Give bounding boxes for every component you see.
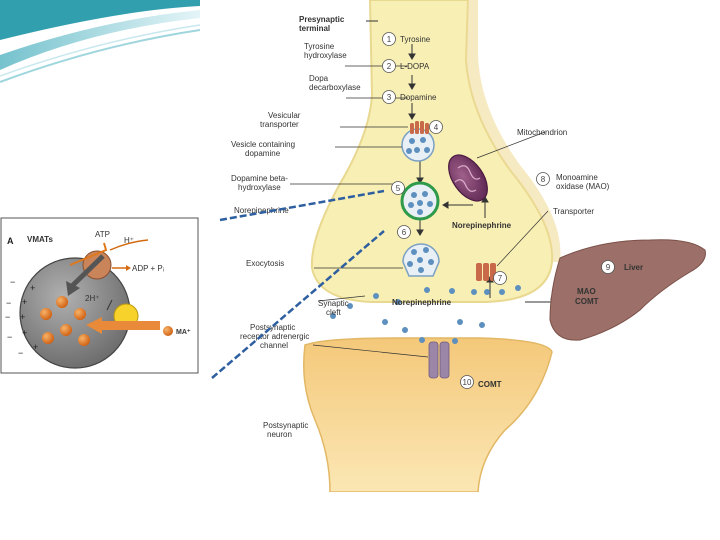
step-circle-2 [382, 59, 396, 73]
step-circle-4 [429, 120, 443, 134]
step-number-9: 9 [606, 263, 611, 272]
label-postsynaptic-neuron-1: Postsynaptic [263, 421, 308, 430]
label-norepinephrine-inside: Norepinephrine [452, 221, 512, 230]
vesicular-transporter [410, 121, 429, 134]
step-number-8: 8 [541, 175, 546, 184]
step-circle-10 [460, 375, 474, 389]
label-liver: Liver [624, 263, 643, 272]
charge-plus-4: + [22, 328, 27, 338]
charge-minus-3: − [5, 312, 10, 322]
step-number-7: 7 [498, 274, 503, 283]
step-circle-6 [397, 225, 411, 239]
label-tyrosine-hydroxylase-1: Tyrosine [304, 42, 335, 51]
label-liver-mao: MAO [577, 287, 596, 296]
figure-bottom-margin [197, 492, 720, 540]
inset-ma: MA⁺ [176, 329, 191, 336]
inset-h-plus: H⁺ [124, 236, 134, 245]
charge-plus-1: + [30, 283, 35, 293]
step-label-3: Dopamine [400, 93, 437, 102]
step-number-4: 4 [434, 123, 439, 132]
label-vesicular-transporter-1: Vesicular [268, 111, 301, 120]
label-postsynaptic-receptor-1: Postsynaptic [250, 323, 295, 332]
label-postsynaptic-receptor-2: receptor adrenergic [240, 332, 309, 341]
label-transporter: Transporter [553, 207, 594, 216]
step-circle-9 [601, 260, 615, 274]
label-tyrosine-hydroxylase-2: hydroxylase [304, 51, 347, 60]
label-dopa-decarboxylase-2: decarboxylase [309, 83, 361, 92]
label-dopa-decarboxylase-1: Dopa [309, 74, 329, 83]
charge-minus-2: − [6, 298, 11, 308]
label-postsynaptic-neuron-2: neuron [267, 430, 292, 439]
postsynaptic-receptor [428, 341, 450, 379]
step-label-2: L-DOPA [400, 62, 430, 71]
step-number-6: 6 [402, 228, 407, 237]
vesicle-norepinephrine-highlight [400, 181, 440, 221]
cleft-norepinephrine [330, 285, 521, 344]
label-monoamine-oxidase-2: oxidase (MAO) [556, 182, 610, 191]
vesicle-exocytosis [402, 243, 440, 277]
label-synaptic-cleft-2: cleft [326, 308, 341, 317]
label-liver-comt: COMT [575, 297, 599, 306]
label-exocytosis: Exocytosis [246, 259, 284, 268]
charge-minus-5: − [18, 348, 23, 358]
svg-text:Dopamine beta-hydroxylase: Dopamine beta-hydroxylase [231, 174, 288, 192]
label-vesicle-containing-2: dopamine [245, 149, 281, 158]
inset-title: VMATs [27, 235, 53, 244]
label-presynaptic-terminal-2: terminal [299, 24, 330, 33]
step-number-3: 3 [387, 93, 392, 102]
label-dopamine-beta-1: Dopamine beta- [231, 174, 288, 183]
inset-adp: ADP + Pᵢ [132, 264, 164, 273]
inset-atp: ATP [95, 230, 110, 239]
inset-2h: 2H⁺ [85, 294, 99, 303]
annotation-lines [211, 189, 385, 379]
label-mitochondrion: Mitochondrion [517, 128, 567, 137]
label-norepinephrine-left: Norepinephrine [234, 206, 289, 215]
charge-plus-3: + [20, 312, 25, 322]
label-vesicular-transporter-2: transporter [260, 120, 299, 129]
step-circle-7 [493, 271, 507, 285]
step-label-1: Tyrosine [400, 35, 431, 44]
step-circle-8 [536, 172, 550, 186]
label-dopamine-beta-2: hydroxylase [238, 183, 281, 192]
label-monoamine-oxidase-1: Monoamine [556, 173, 598, 182]
charge-minus-1: − [10, 277, 15, 287]
charge-plus-5: + [33, 342, 38, 352]
inset-figure: A VMATs + + + + + − [0, 217, 199, 374]
liver [549, 239, 706, 341]
postsynaptic-neuron [303, 337, 553, 493]
step-number-1: 1 [387, 35, 392, 44]
slide-decoration [0, 0, 201, 83]
mitochondrion [448, 154, 488, 202]
step-number-10: 10 [463, 378, 472, 387]
step-number-5: 5 [396, 184, 401, 193]
norepinephrine-transporter [476, 263, 496, 281]
ma-particles [40, 296, 173, 346]
label-postsynaptic-receptor-3: channel [260, 341, 288, 350]
charge-plus-2: + [22, 297, 27, 307]
step-circle-1 [382, 32, 396, 46]
step-number-2: 2 [387, 62, 392, 71]
label-synaptic-cleft-1: Synaptic [318, 299, 349, 308]
step-circle-5 [391, 181, 405, 195]
inset-panel-letter: A [7, 236, 14, 246]
label-vesicle-containing-1: Vesicle containing [231, 140, 295, 149]
step-circle-3 [382, 90, 396, 104]
charge-minus-4: − [7, 332, 12, 342]
label-presynaptic-terminal-1: Presynaptic [299, 15, 345, 24]
label-norepinephrine-cleft: Norepinephrine [392, 298, 452, 307]
step-markers: 1 Tyrosine 2 L-DOPA 3 Dopamine 4 5 6 7 8 9 10 [382, 32, 615, 389]
label-comt-post: COMT [478, 380, 502, 389]
